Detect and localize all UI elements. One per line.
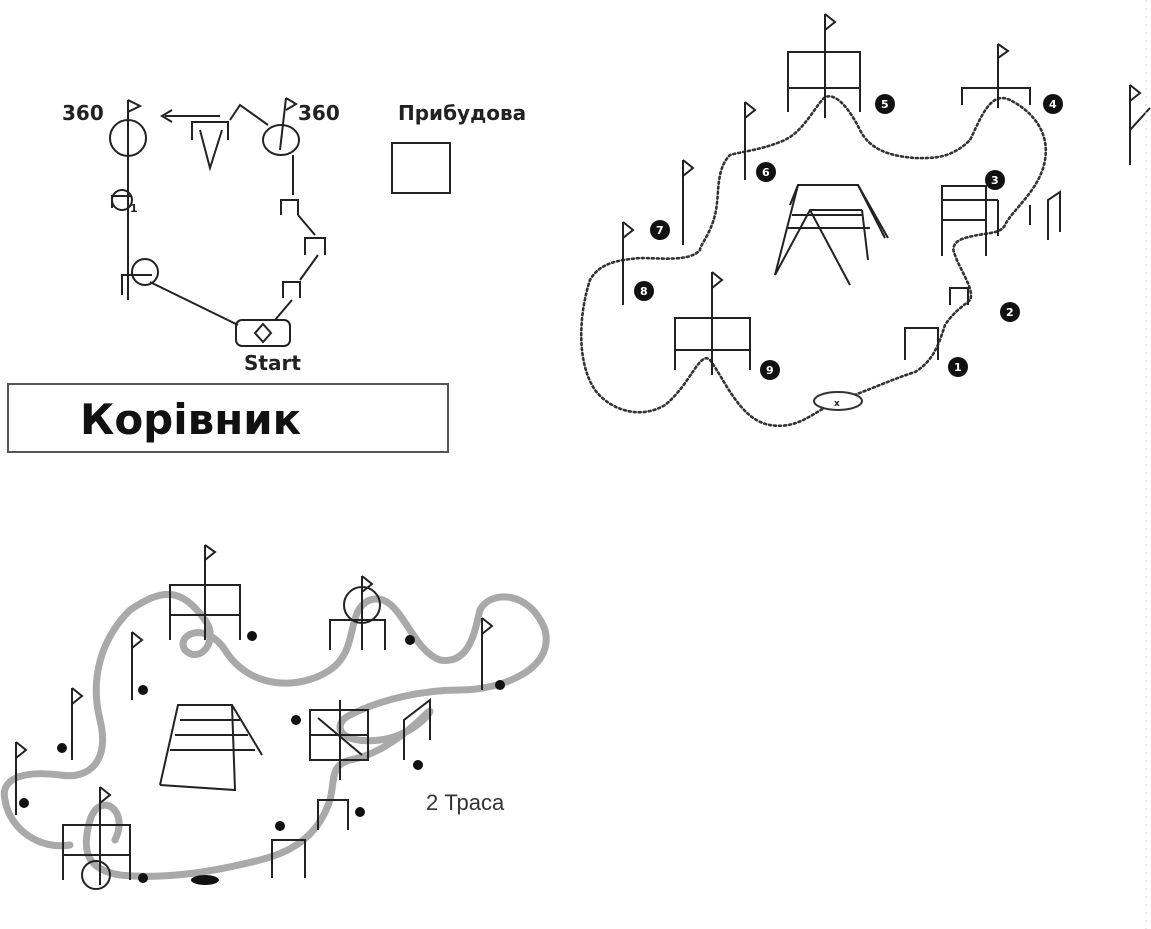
trace-caption: 2 Траса: [426, 790, 505, 815]
course-diagram-barn: 360 360 1: [8, 98, 526, 452]
marker-8: 8: [634, 281, 654, 301]
marker-label: 1: [954, 361, 962, 374]
annex-label: Прибудова: [398, 101, 526, 125]
side-gate: [1048, 192, 1060, 240]
gate-2: [950, 288, 968, 305]
marker-label: 5: [881, 98, 889, 111]
annex-box: [392, 143, 450, 193]
marker-label: 4: [1049, 98, 1057, 111]
marker-9: 9: [760, 360, 780, 380]
gate-9: [675, 272, 750, 375]
marker-4: 4: [1043, 94, 1063, 114]
route-line-segment: [275, 300, 292, 320]
glyph-one: 1: [130, 202, 138, 215]
gate-right-2: [305, 238, 325, 255]
start-marker: [191, 875, 219, 885]
marker-label: 3: [991, 174, 999, 187]
gate-top: [170, 545, 240, 640]
marker-label: 2: [1006, 306, 1014, 319]
gate-5: [788, 14, 860, 118]
marker-7: 7: [650, 220, 670, 240]
route-line-segment: [298, 215, 315, 235]
gate-right-1: [281, 200, 298, 215]
route-line-diagonal: [150, 282, 238, 325]
marker-label: 7: [656, 224, 664, 237]
flag-6: [745, 102, 755, 180]
flag-8: [623, 222, 633, 305]
marker-label: 8: [640, 285, 648, 298]
gate-right-3: [283, 282, 300, 298]
start-box: [236, 320, 290, 346]
turn-label-right: 360: [298, 101, 340, 125]
dotted-route: [581, 96, 1046, 426]
route-line-connector: [230, 105, 268, 125]
title-text: Корівник: [80, 395, 301, 444]
scaffold-3: [942, 186, 998, 256]
edge-flag: [1130, 85, 1150, 165]
route-line-segment: [300, 255, 318, 280]
turn-circle-right: [263, 98, 299, 155]
a-frame-obstacle: [775, 185, 888, 285]
a-frame-bottom: [160, 705, 262, 790]
marker-3: 3: [985, 170, 1005, 190]
marker-6: 6: [756, 162, 776, 182]
gate-v: [192, 122, 228, 168]
marker-label: 6: [762, 166, 770, 179]
small-markers: [19, 631, 505, 883]
flag-bl-right: [482, 618, 492, 690]
marker-label: 9: [766, 364, 774, 377]
marker-2: 2: [1000, 302, 1020, 322]
flag-7: [683, 160, 693, 245]
turn-circle-left: [110, 100, 146, 300]
marker-1: 1: [948, 357, 968, 377]
course-diagram-trace-2: 2 Траса: [4, 545, 546, 889]
flag-bl-2: [72, 688, 82, 760]
course-diagram-numbered: x: [581, 14, 1063, 426]
marker-5: 5: [875, 94, 895, 114]
start-mark: x: [834, 399, 840, 409]
gray-route: [4, 594, 546, 876]
gate-4: [962, 44, 1030, 108]
turn-label-left: 360: [62, 101, 104, 125]
start-label: Start: [244, 351, 301, 375]
